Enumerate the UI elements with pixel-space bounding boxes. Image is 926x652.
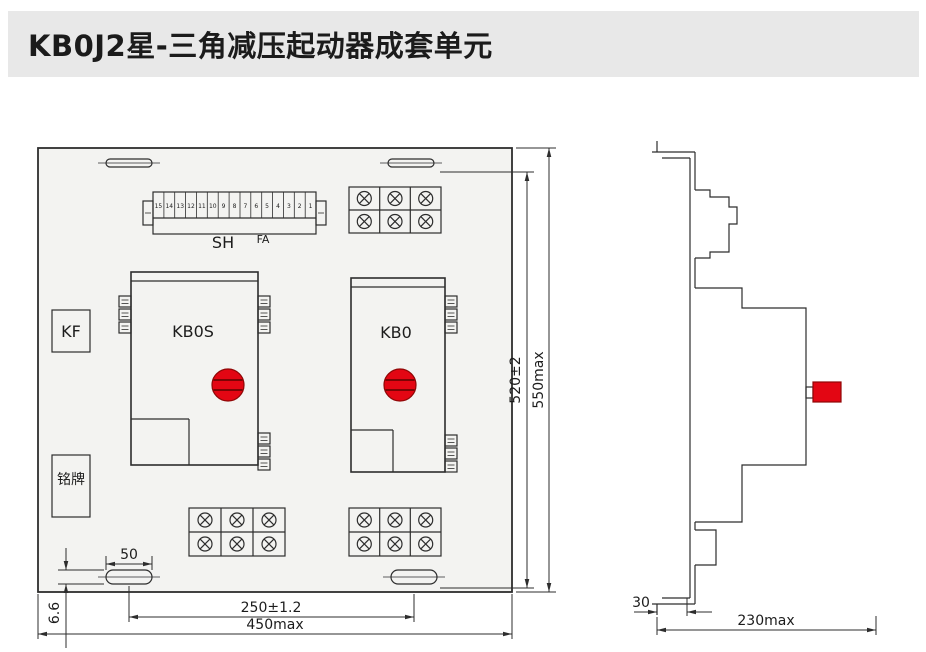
terminal-number: 2 [298,203,302,210]
dim-flange-depth: 30 [632,595,712,616]
terminal-number: 7 [243,203,247,210]
side-bottom-block [695,529,717,566]
handle-neck [805,386,814,399]
terminal-block-top-right [348,186,442,234]
dim-hole-width-label: 6.6 [47,602,63,624]
terminal-number: 4 [276,203,280,210]
terminal-block-bottom-left [188,507,286,557]
contactor-kb0s: KB0S [118,271,271,471]
terminal-number: 14 [165,203,173,210]
kb0-label: KB0 [380,323,412,342]
kf-box: KF [51,309,91,353]
dim-outer-width: 450max [37,594,513,639]
dim-slot-width: 50 [105,547,153,570]
terminal-number: 5 [265,203,269,210]
terminal-number: 11 [198,203,206,210]
rotary-knob-kb0 [383,368,417,402]
page-title: KB0J2星-三角减压起动器成套单元 [28,29,493,63]
mounting-slot-bottom-left [98,569,160,585]
terminal-number: 12 [187,203,195,210]
nameplate-label: 铭牌 [57,471,85,488]
mounting-plate-profile [652,141,696,615]
terminal-number: 6 [254,203,258,210]
kf-label: KF [61,322,81,341]
dim-inner-width-label: 250±1.2 [241,600,302,616]
dim-outer-height-label: 550max [531,351,547,408]
terminal-block-bottom-right [348,507,442,557]
dim-hole-width: 6.6 [47,548,104,648]
side-top-block [695,189,738,259]
dim-inner-height-label: 520±2 [508,356,524,403]
contactor-kb0: KB0 [350,277,458,473]
dim-inner-height: 520±2 [440,171,534,589]
side-view: 30 230max [632,141,877,635]
terminal-number: 15 [155,203,163,210]
fa-label: FA [257,233,270,246]
terminal-number: 1 [309,203,313,210]
side-main-body [695,287,807,523]
terminal-number: 3 [287,203,291,210]
dim-slot-width-label: 50 [120,547,138,563]
terminal-number: 10 [209,203,217,210]
terminal-number: 8 [233,203,237,210]
title-banner: KB0J2星-三角减压起动器成套单元 [8,11,919,77]
rotary-knob-kb0s [211,368,245,402]
terminal-strip-sh: 15 14 13 12 11 10 9 8 7 6 5 4 3 2 1 [142,191,327,235]
operating-handle [812,381,842,403]
dim-inner-width: 250±1.2 [128,586,415,622]
dim-outer-width-label: 450max [246,617,303,633]
dim-outer-depth-label: 230max [737,613,794,629]
terminal-number: 9 [222,203,226,210]
dim-outer-height: 550max [516,147,556,593]
kb0s-label: KB0S [172,322,214,341]
mounting-slot-top-left [98,158,160,168]
nameplate-box: 铭牌 [51,454,91,518]
mounting-slot-bottom-right [383,569,445,585]
front-view: 15 14 13 12 11 10 9 8 7 6 5 4 3 2 1 SH F… [37,147,556,648]
dim-flange-depth-label: 30 [632,595,650,611]
terminal-number: 13 [176,203,184,210]
sh-label: SH [212,233,234,252]
dim-outer-depth: 230max [656,613,877,635]
mounting-slot-top-right [380,158,442,168]
